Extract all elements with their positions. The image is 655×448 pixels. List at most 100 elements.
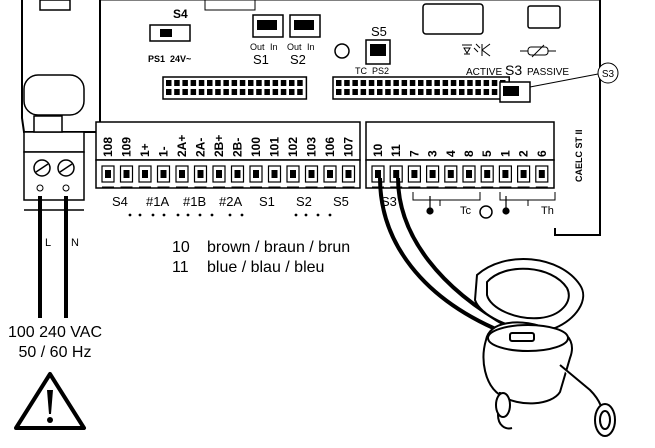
- label-s4: S4: [112, 194, 128, 209]
- left-terminal-label-1-: 1-: [157, 146, 171, 157]
- right-terminal-screw-7: [407, 165, 421, 188]
- screw-n: [57, 159, 75, 192]
- left-terminal-screw-102: [286, 165, 300, 188]
- wire-l-label: L: [45, 237, 51, 249]
- left-terminal-label-2B+: 2B+: [212, 135, 226, 157]
- switch-s5: S5 TC PS2: [355, 24, 391, 76]
- header-pin: [442, 89, 449, 95]
- switch-s5-left-text: TC: [355, 66, 367, 76]
- header-pin: [377, 80, 383, 86]
- switch-s1: Out In S1: [250, 14, 284, 67]
- wire-legend: 10 brown / braun / brun 11 blue / blau /…: [172, 239, 350, 276]
- switch-s3-right-text: PASSIVE: [527, 67, 569, 78]
- header-pin: [215, 89, 221, 95]
- header-pin: [280, 80, 287, 86]
- board-name: CAELC ST II: [574, 129, 584, 182]
- bottom-labels: S4 #1A #1B #2A S1 S2 S5 S3 Tc Th: [112, 194, 554, 217]
- header-pin: [166, 89, 172, 95]
- warning-triangle-icon: [14, 372, 86, 430]
- header-pin: [272, 89, 279, 95]
- header-pin: [409, 80, 416, 86]
- header-pin: [289, 80, 295, 86]
- header-pin: [297, 80, 303, 86]
- header-pin: [344, 80, 350, 86]
- left-terminal-screw-100: [249, 165, 263, 188]
- header-pin: [491, 80, 498, 86]
- header-pin: [385, 80, 391, 86]
- power-voltage: 100 240 VAC: [8, 324, 102, 341]
- switch-s4-label: S4: [173, 7, 188, 21]
- header-pin: [426, 89, 432, 95]
- header-pin: [182, 80, 188, 86]
- optocoupler-icon: [462, 43, 491, 57]
- header-pin: [297, 89, 303, 95]
- legend-terminal-11: 11: [172, 259, 189, 276]
- label-s5: S5: [333, 194, 349, 209]
- header-pin: [442, 80, 449, 86]
- switch-s2-left-text: Out: [287, 42, 302, 52]
- switch-s4-right-text: 24V~: [170, 54, 191, 64]
- header-pin: [393, 89, 399, 95]
- header-pin: [426, 80, 432, 86]
- label-1a: #1A: [146, 194, 169, 209]
- left-terminal-screw-108: [101, 165, 115, 188]
- switch-s2: Out In S2: [287, 14, 321, 67]
- header-pin: [182, 89, 188, 95]
- label-tc: Tc: [460, 205, 472, 217]
- resistor-icon: [520, 44, 556, 58]
- header-pin: [360, 80, 367, 86]
- header-pin: [467, 80, 473, 86]
- left-terminal-label-1+: 1+: [138, 143, 152, 157]
- header-pin: [215, 80, 221, 86]
- header-pin: [450, 80, 457, 86]
- header-pin: [231, 80, 238, 86]
- header-pin: [207, 80, 213, 86]
- switch-s3-label: S3: [505, 62, 522, 78]
- header-pin: [434, 89, 440, 95]
- left-terminal-label-101: 101: [268, 137, 282, 157]
- header-pin: [385, 89, 391, 95]
- header-pin: [467, 89, 473, 95]
- header-pin: [190, 80, 197, 86]
- right-terminal-label-8: 8: [462, 150, 476, 157]
- left-terminal-screw-101: [267, 165, 282, 188]
- header-pin: [231, 89, 238, 95]
- label-s3: S3: [381, 194, 397, 209]
- power-frequency: 50 / 60 Hz: [19, 344, 92, 361]
- legend-colors-10: brown / braun / brun: [207, 239, 350, 256]
- right-terminal-label-3: 3: [426, 150, 440, 157]
- header-pin: [336, 89, 342, 95]
- left-terminal-label-2A+: 2A+: [175, 135, 189, 157]
- tc-bracket: [412, 192, 481, 206]
- switch-s2-right-text: In: [307, 42, 315, 52]
- switch-s1-left-text: Out: [250, 42, 265, 52]
- label-s1: S1: [259, 194, 275, 209]
- thermometer-icon: [426, 196, 510, 215]
- right-terminal-screw-6: [535, 165, 549, 188]
- label-s2: S2: [296, 194, 312, 209]
- right-terminal-screw-8: [462, 165, 476, 188]
- header-pin: [272, 80, 279, 86]
- left-terminal-screw-107: [341, 165, 356, 188]
- header-pin: [418, 80, 424, 86]
- right-terminal-label-7: 7: [407, 150, 421, 157]
- header-pin: [248, 80, 254, 86]
- left-terminal-screw-2B+: [212, 165, 226, 188]
- left-terminal-label-107: 107: [342, 137, 356, 157]
- header-pin: [475, 89, 481, 95]
- header-pin: [280, 89, 287, 95]
- right-terminal-screw-3: [426, 165, 440, 188]
- right-terminal-label-2: 2: [517, 150, 531, 157]
- header-pin: [393, 80, 399, 86]
- switch-s2-label: S2: [290, 52, 306, 67]
- header-pin: [239, 80, 246, 86]
- right-terminal-label-1: 1: [498, 150, 512, 157]
- header-pin: [256, 89, 262, 95]
- pin-header-left: [162, 76, 308, 100]
- header-pin: [491, 89, 498, 95]
- header-pin: [256, 80, 262, 86]
- header-pin: [459, 89, 465, 95]
- header-pin: [289, 89, 295, 95]
- header-pin: [360, 89, 367, 95]
